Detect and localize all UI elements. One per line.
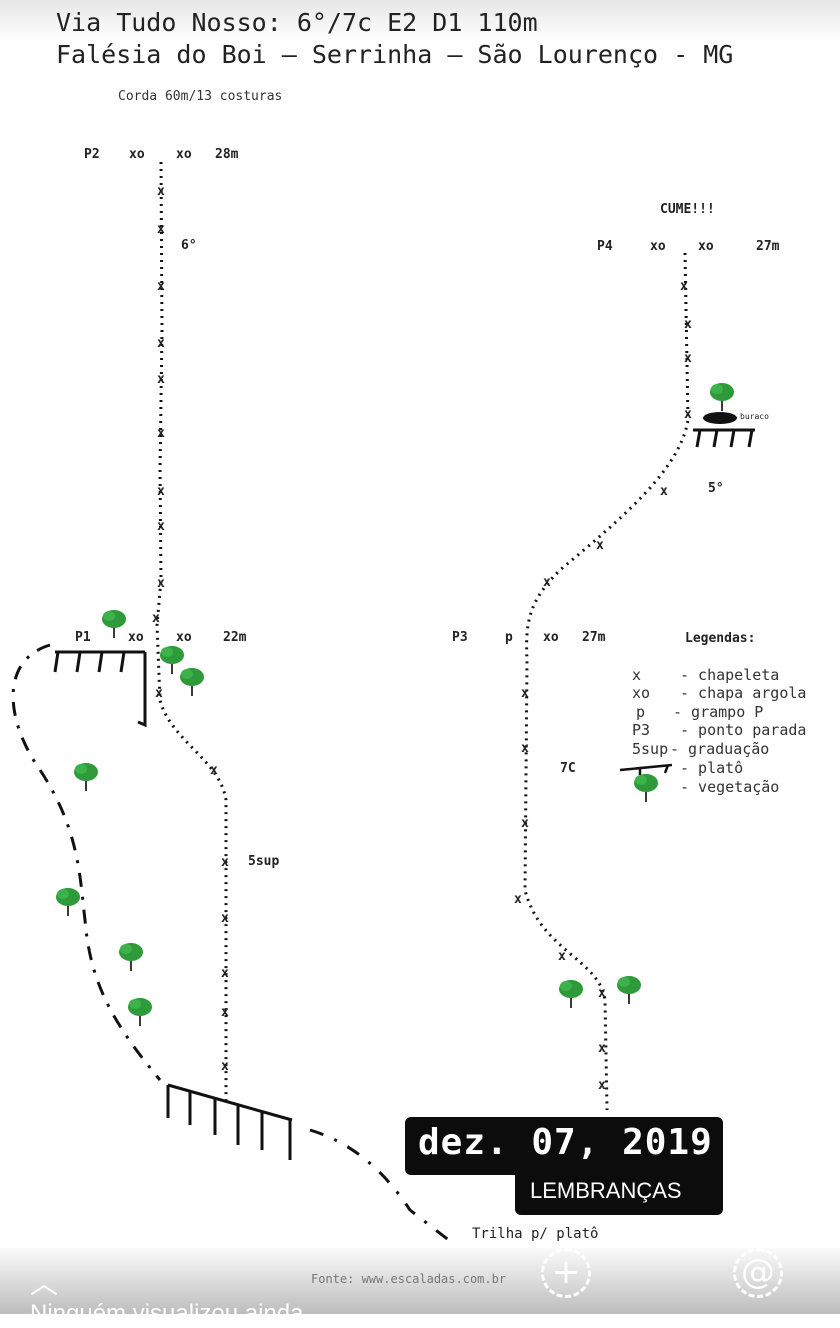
grade-label: 6° <box>181 238 197 253</box>
anchor-label: xo <box>698 239 714 254</box>
legend-desc: - graduação <box>670 740 769 758</box>
add-highlight-icon[interactable]: + <box>541 1248 591 1298</box>
bottom-fade <box>0 1248 840 1314</box>
svg-text:x: x <box>680 279 688 294</box>
route-title: Via Tudo Nosso: 6°/7c E2 D1 110m <box>56 8 538 37</box>
rope-info: Corda 60m/13 costuras <box>118 89 283 104</box>
legend-desc: - chapa argola <box>680 684 806 702</box>
anchor-label: xo <box>543 630 559 645</box>
belay-p1: P1 <box>75 630 91 645</box>
svg-text:x: x <box>221 855 229 870</box>
legend: Legendas: x - chapeleta xo - chapa argol… <box>619 631 806 796</box>
anchor-label: xo <box>176 147 192 162</box>
date-sticker <box>405 1117 723 1175</box>
grade-label: 5° <box>708 481 724 496</box>
top-fade <box>0 0 840 40</box>
plateau-p1 <box>53 650 147 728</box>
plateau-legend-icon <box>619 763 673 775</box>
summit-label: CUME!!! <box>660 202 715 217</box>
svg-text:x: x <box>558 949 566 964</box>
memories-tag: LEMBRANÇAS <box>530 1178 682 1203</box>
legend-title: Legendas: <box>685 631 755 646</box>
plateau-base <box>166 1083 293 1160</box>
viewers-text[interactable]: Ninguém visualizou ainda <box>30 1300 304 1327</box>
svg-text:x: x <box>157 222 165 237</box>
svg-text:x: x <box>157 519 165 534</box>
svg-text:x: x <box>221 1059 229 1074</box>
route-line-right <box>523 252 690 1111</box>
legend-desc: - vegetação <box>680 778 779 796</box>
pitch-length: 22m <box>223 630 247 645</box>
anchor-label: xo <box>650 239 666 254</box>
legend-desc: - grampo P <box>673 703 763 721</box>
legend-symbol: 5sup <box>632 740 668 758</box>
svg-text:x: x <box>598 1078 606 1093</box>
tree-icons <box>55 382 735 1027</box>
source-credit: Fonte: www.escaladas.com.br <box>311 1272 507 1286</box>
svg-text:x: x <box>157 336 165 351</box>
legend-desc: - platô <box>680 759 743 777</box>
trail-to-plateau <box>309 1128 456 1247</box>
svg-text:x: x <box>684 317 692 332</box>
svg-text:x: x <box>221 966 229 981</box>
svg-text:x: x <box>660 484 668 499</box>
belay-p2: P2 <box>84 147 100 162</box>
route-location: Falésia do Boi — Serrinha — São Lourenço… <box>56 40 734 69</box>
svg-text:x: x <box>521 741 529 756</box>
legend-desc: - ponto parada <box>680 721 806 739</box>
mention-icon[interactable]: @ <box>733 1248 783 1298</box>
svg-text:x: x <box>210 763 218 778</box>
svg-text:x: x <box>514 892 522 907</box>
svg-text:x: x <box>684 407 692 422</box>
pitch-length: 27m <box>582 630 606 645</box>
svg-text:x: x <box>155 686 163 701</box>
hole-label: buraco <box>740 412 769 421</box>
legend-symbol: p <box>636 703 645 721</box>
svg-text:x: x <box>598 1041 606 1056</box>
tag-sticker <box>515 1168 723 1215</box>
anchor-label: xo <box>128 630 144 645</box>
legend-symbol: x <box>632 666 641 684</box>
svg-text:x: x <box>157 484 165 499</box>
legend-symbol: P3 <box>632 721 650 739</box>
belay-p3: P3 <box>452 630 468 645</box>
svg-text:x: x <box>221 911 229 926</box>
svg-text:x: x <box>157 184 165 199</box>
svg-text:x: x <box>543 575 551 590</box>
svg-text:x: x <box>152 611 160 626</box>
legend-desc: - chapeleta <box>680 666 779 684</box>
svg-text:x: x <box>684 351 692 366</box>
trail-label: Trilha p/ platô <box>472 1226 598 1242</box>
hole-icon <box>703 412 737 424</box>
svg-text:x: x <box>157 576 165 591</box>
swipe-up-chevron-icon[interactable]: ︿ <box>30 1267 59 1300</box>
legend-symbol: xo <box>632 684 650 702</box>
svg-text:x: x <box>521 686 529 701</box>
pitch-length: 27m <box>756 239 780 254</box>
plateau-p4 <box>693 428 755 448</box>
bolt-markers: x x x x x x x x x x x x x x x x x x x x x x x x x x x x x x x x <box>152 184 692 1093</box>
svg-text:x: x <box>221 1005 229 1020</box>
anchor-label: p <box>505 630 513 645</box>
belay-p4: P4 <box>597 239 613 254</box>
svg-text:x: x <box>598 986 606 1001</box>
anchor-label: xo <box>129 147 145 162</box>
svg-text:x: x <box>596 538 604 553</box>
svg-text:x: x <box>157 279 165 294</box>
svg-text:x: x <box>157 372 165 387</box>
svg-text:x: x <box>521 816 529 831</box>
grade-label: 5sup <box>248 854 279 869</box>
anchor-label: xo <box>176 630 192 645</box>
story-date: dez. 07, 2019 <box>418 1122 713 1163</box>
grade-label: 7C <box>560 761 576 776</box>
svg-text:x: x <box>157 426 165 441</box>
pitch-length: 28m <box>215 147 239 162</box>
